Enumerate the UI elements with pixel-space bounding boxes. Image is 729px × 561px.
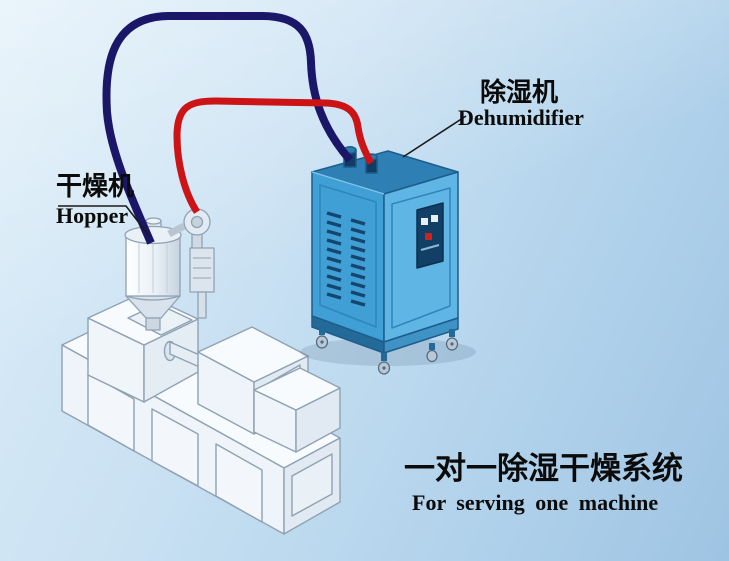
hopper-leader-line [58,205,151,238]
caster-stub [429,343,435,350]
caster-stub [449,329,455,337]
dehumidifier-cabinet [300,146,476,375]
panel-indicator [425,233,432,240]
hopper-lid [124,225,182,245]
cabinet-door-seam [391,187,451,329]
cabinet-base-right [383,317,459,354]
caption-zh: 一对一除湿干燥系统 [404,451,683,486]
cabinet-edge-highlight [311,171,385,195]
caster-stub [319,327,325,335]
dehumidifier-label-en: Dehumidifier [458,105,584,130]
dehumidifier-leader-line [402,115,467,158]
vent-slots [326,211,366,307]
blower-elbow [167,222,186,238]
hopper-label-zh: 干燥机 [56,171,135,201]
caption-en: For serving one machine [412,490,659,515]
motor-top [253,367,341,411]
hopper-dryer [124,217,182,331]
pipe-navy [102,12,354,245]
sensor-box [189,247,215,293]
extruder-machine [61,292,341,535]
pipe-red [173,97,375,214]
hopper-rim [125,295,181,301]
panel-slot [420,244,440,251]
pipes [102,12,375,245]
dehumidifier-label-zh: 除湿机 [480,77,559,107]
hopper-cap-top [145,217,162,225]
machine-panel [215,443,263,523]
sensor-stand [197,291,207,319]
caster-wheel [426,349,438,363]
caster-hub [320,340,324,344]
cabinet-left-frame [319,184,377,328]
casters [315,327,459,375]
hopper-label-en: Hopper [56,203,129,228]
caster-hub [382,366,386,370]
panel-button [431,215,438,222]
panel-button [421,218,428,225]
blower-hub [190,215,204,229]
caster-stub [381,353,387,361]
leader-lines [58,115,467,238]
machine-panel [291,453,333,517]
hopper-blower-unit [167,208,215,319]
hopper-neck [145,317,161,331]
caster-hub [450,342,454,346]
gearbox-top [197,326,309,383]
machine-panel [151,408,199,487]
